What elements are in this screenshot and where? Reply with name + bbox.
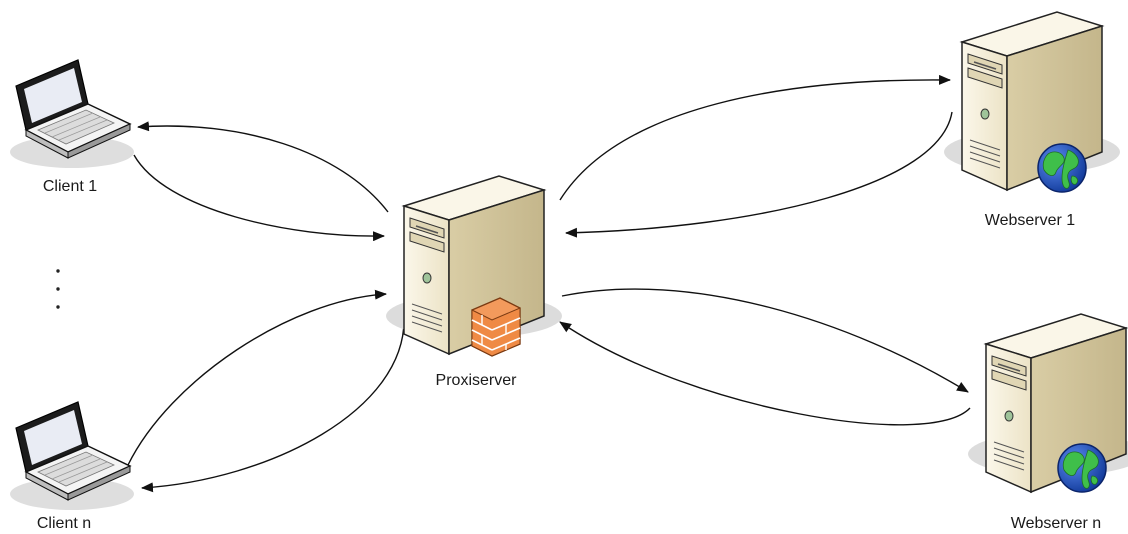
arrow-proxy-to-client-n xyxy=(141,317,405,493)
webserver-1-node: Webserver 1 xyxy=(943,11,1121,229)
globe-icon xyxy=(1057,443,1107,493)
webserver-n-node: Webserver n xyxy=(967,313,1128,532)
connection-arrows xyxy=(127,74,971,493)
webserver-n-label: Webserver n xyxy=(1011,515,1101,532)
server-icon xyxy=(943,11,1121,191)
proxy-server-node: Proxiserver xyxy=(385,175,563,389)
firewall-icon xyxy=(471,297,521,357)
arrow-webserver-1-to-proxy xyxy=(565,111,953,238)
client-n-label: Client n xyxy=(37,515,91,532)
client-1-label: Client 1 xyxy=(43,178,97,195)
webserver-1-label: Webserver 1 xyxy=(985,212,1076,229)
ellipsis xyxy=(56,269,60,309)
arrow-webserver-n-to-proxy xyxy=(559,321,971,426)
arrow-proxy-to-webserver-n xyxy=(561,288,969,393)
arrow-client-1-to-proxy xyxy=(133,154,385,242)
proxy-server-label: Proxiserver xyxy=(436,372,518,389)
laptop-icon xyxy=(9,401,135,511)
laptop-icon xyxy=(9,59,135,169)
arrow-proxy-to-webserver-1 xyxy=(559,74,951,201)
arrow-proxy-to-client-1 xyxy=(137,121,389,213)
client-n-node: Client n xyxy=(9,401,135,532)
client-1-node: Client 1 xyxy=(9,59,135,195)
arrow-client-n-to-proxy xyxy=(127,289,387,466)
globe-icon xyxy=(1037,143,1087,193)
